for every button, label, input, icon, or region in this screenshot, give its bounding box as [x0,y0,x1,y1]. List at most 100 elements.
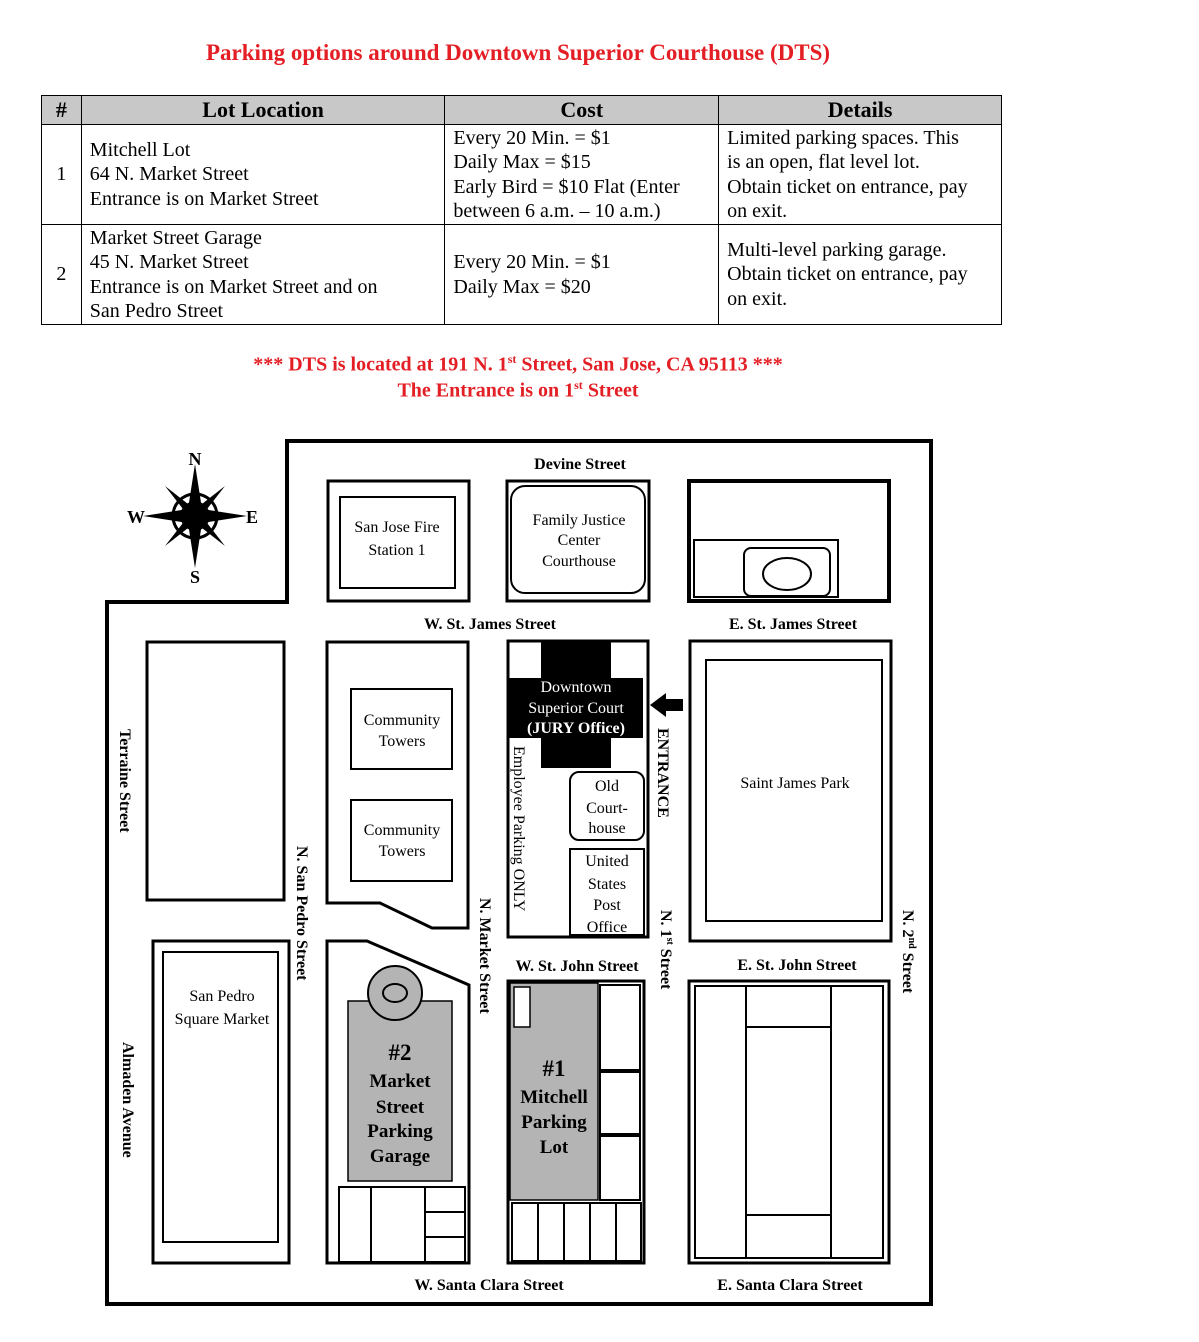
post-office-label: Office [587,919,628,936]
garage-lot-cell [424,1186,466,1213]
post-office-label: States [588,876,626,893]
community-towers-2-building [350,799,453,882]
garage-ramp-core [382,983,408,1003]
street-devine: Devine Street [534,456,626,473]
employee-parking-label: Employee Parking ONLY [510,746,527,912]
mitchell-label: #1 [543,1056,566,1081]
post-office-label: United [585,853,629,870]
street-w-st-james: W. St. James Street [424,616,557,633]
table-header-row: # Lot Location Cost Details [41,95,1002,125]
mitchell-bottom-cell [537,1202,565,1262]
address-text: *** DTS is located at 191 N. 1 [253,353,508,376]
entrance-text: Street [582,379,639,402]
post-office-building [569,848,645,936]
dts-label: Downtown [540,679,611,696]
garage-lot-cell [424,1236,466,1263]
mitchell-bottom-cell [589,1202,617,1262]
post-office-label: Post [593,897,621,914]
saint-james-park-label: Saint James Park [740,775,849,792]
garage-label: Parking [367,1121,433,1142]
address-text: Street, San Jose, CA 95113 *** [516,353,783,376]
street-w-st-john: W. St. John Street [515,958,639,975]
cost-line: Early Bird = $10 Flat (Enter [453,175,680,198]
cost-line: Daily Max = $15 [453,151,591,173]
family-justice-label: Courthouse [542,553,616,570]
cost-line: Every 20 Min. = $1 [453,251,611,273]
garage-lot-cell [370,1186,426,1263]
southeast-inner [745,985,832,1259]
compass-n: N [189,449,202,469]
terraine-block [145,640,286,902]
mitchell-label: Parking [521,1112,587,1133]
location-line: Entrance is on Market Street [89,187,319,210]
street-e-st-james: E. St. James Street [729,616,858,633]
fire-station-label: San Jose Fire [354,519,439,536]
fire-station-building [339,496,456,589]
street-n-2nd-text: N. 2 [899,910,916,938]
garage-block [325,939,471,1265]
row-num: 2 [41,224,82,325]
northeast-block [687,479,891,603]
location-line: 64 N. Market Street [89,163,249,186]
street-n-market: N. Market Street [476,898,493,1014]
southeast-block [687,979,891,1265]
details-line: is an open, flat level lot. [727,151,920,173]
mitchell-building-cell [599,1135,641,1201]
street-n-2nd-text: Street [899,949,916,994]
details-line: on exit. [727,287,788,310]
mitchell-label: Lot [540,1137,569,1158]
compass-s: S [190,567,200,587]
street-n-2nd-sup: nd [906,938,917,950]
community-towers-1-label: Towers [379,733,426,750]
parking-table: # Lot Location Cost Details 1 Mitchell L… [41,95,1002,325]
street-e-santa-clara: E. Santa Clara Street [717,1277,863,1294]
map-boundary [105,439,933,1306]
garage-ramp-icon [367,965,423,1021]
location-line: Market Street Garage [89,226,262,249]
details-line: Multi-level parking garage. [727,238,947,261]
mitchell-building-cell [599,1071,641,1135]
street-almaden: Almaden Avenue [119,1042,136,1158]
cost-line: between 6 a.m. – 10 a.m.) [453,200,661,222]
dts-building [508,678,643,738]
row-cost: Every 20 Min. = $1 Daily Max = $15 Early… [444,124,720,225]
san-pedro-market-label: Square Market [175,1011,270,1028]
header-location: Lot Location [80,95,446,125]
community-towers-1-building [350,688,453,770]
san-pedro-market-building [162,951,279,1243]
northeast-oval [762,557,812,591]
table-row: 1 Mitchell Lot 64 N. Market Street Entra… [41,124,1002,225]
header-cost: Cost [444,95,720,125]
details-line: on exit. [727,200,788,222]
street-n-2nd: N. 2nd Street [899,910,917,994]
fire-station-block [326,479,471,603]
family-justice-label: Family Justice [533,512,626,529]
street-n-1st-sup: st [664,938,675,946]
family-justice-block [505,479,651,603]
san-pedro-market-block [151,939,291,1265]
entrance-label: ENTRANCE [654,728,671,818]
row-cost: Every 20 Min. = $1 Daily Max = $20 [444,224,720,325]
garage-lot-cell [338,1186,372,1263]
row-details: Limited parking spaces. This is an open,… [718,124,1002,225]
garage-label: Street [376,1097,425,1118]
mitchell-kiosk [513,986,531,1028]
table-row: 2 Market Street Garage 45 N. Market Stre… [41,224,1002,325]
community-towers-1-label: Community [364,712,440,729]
street-w-santa-clara: W. Santa Clara Street [414,1277,564,1294]
mitchell-bottom-cell [615,1202,642,1262]
mitchell-bottom-cell [511,1202,539,1262]
entrance-text: The Entrance is on 1 [397,379,575,402]
san-pedro-market-label: San Pedro [189,988,254,1005]
row-num: 1 [41,124,82,225]
street-n-1st-text: Street [657,945,674,990]
fire-station-label: Station 1 [368,542,425,559]
dts-building-top [541,641,611,679]
community-towers-2-label: Community [364,822,440,839]
community-towers-block [325,640,470,930]
row-location: Market Street Garage 45 N. Market Street… [80,224,446,325]
page-title: Parking options around Downtown Superior… [205,40,831,65]
old-courthouse-label: Court- [586,800,628,817]
mitchell-bottom-cell [563,1202,591,1262]
